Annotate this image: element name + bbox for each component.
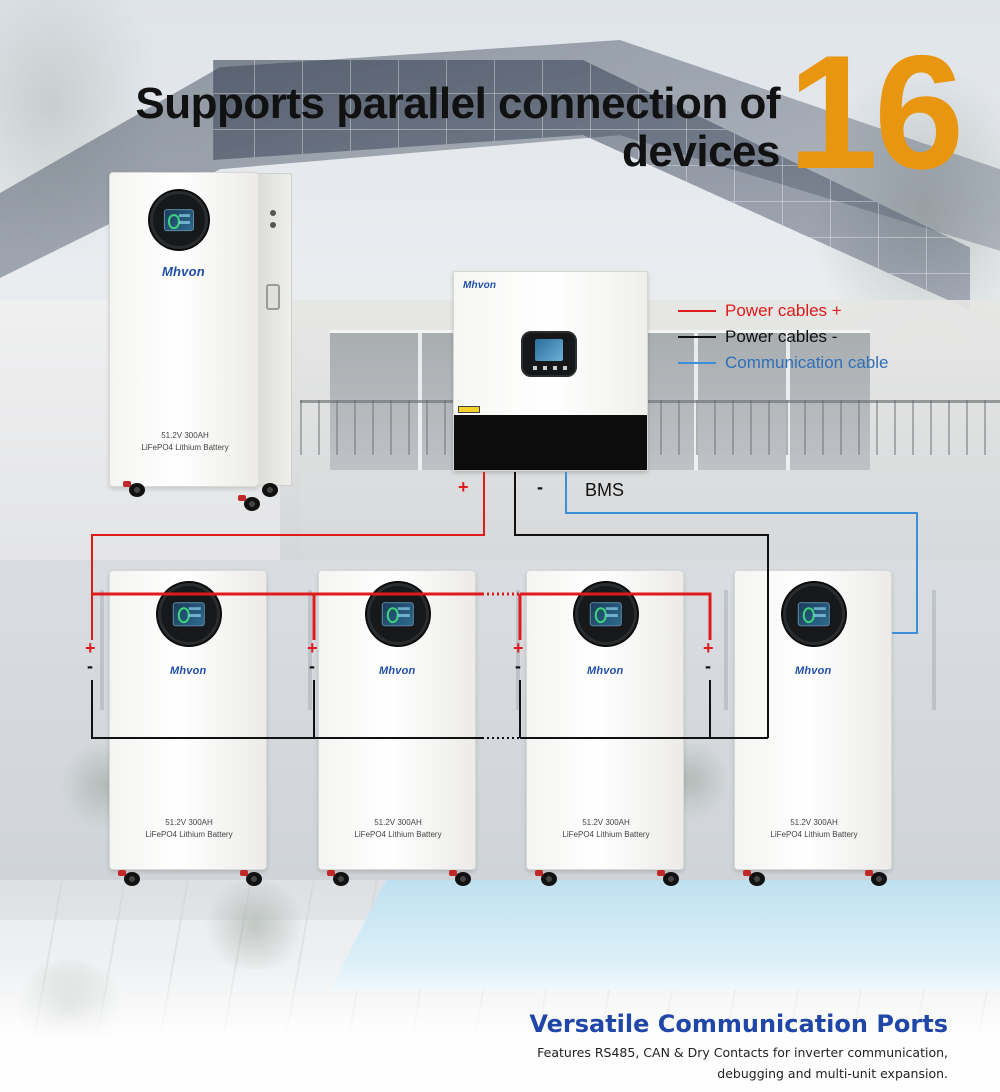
battery-screen-icon	[158, 583, 220, 645]
inverter-plus-sign: +	[458, 477, 469, 497]
legend-item-power-negative: Power cables -	[678, 325, 938, 349]
footer-title: Versatile Communication Ports	[529, 1010, 948, 1038]
battery-screen-icon	[783, 583, 845, 645]
battery-brand: Mhvon	[170, 665, 207, 677]
battery-cabinet: Mhvon 51.2V 300AH LiFePO4 Lithium Batter…	[109, 570, 267, 870]
footer-description: Features RS485, CAN & Dry Contacts for i…	[488, 1042, 948, 1084]
battery-plus-sign: +	[85, 638, 96, 658]
wheel-icon	[238, 495, 260, 511]
footer-line2: debugging and multi-unit expansion.	[717, 1066, 948, 1081]
battery-plus-sign: +	[513, 638, 524, 658]
warning-label-icon	[458, 406, 480, 413]
battery-brand: Mhvon	[795, 665, 832, 677]
wheel-icon	[535, 870, 557, 886]
house-balcony	[300, 400, 1000, 455]
wheel-icon	[865, 870, 887, 886]
bms-label: BMS	[585, 480, 625, 500]
headline-number: 16	[788, 22, 964, 203]
port-icon	[270, 210, 276, 216]
battery-spec-line2: LiFePO4 Lithium Battery	[770, 830, 858, 839]
inverter: Mhvon	[453, 271, 648, 471]
inverter-display-icon	[521, 331, 577, 377]
battery-minus-sign: -	[309, 656, 315, 676]
wheel-icon	[743, 870, 765, 886]
battery-spec-line1: 51.2V 300AH	[374, 818, 422, 827]
battery-screen-icon	[367, 583, 429, 645]
legend-label: Power cables +	[725, 301, 842, 320]
battery-spec: 51.2V 300AH LiFePO4 Lithium Battery	[319, 817, 477, 841]
wheel-icon	[327, 870, 349, 886]
inverter-base	[454, 415, 647, 470]
headline-line1: Supports parallel connection of	[135, 79, 780, 128]
hero-battery-spec-line2: LiFePO4 Lithium Battery	[141, 443, 229, 452]
battery-plus-sign: +	[307, 638, 318, 658]
battery-spec-line1: 51.2V 300AH	[790, 818, 838, 827]
battery-cabinet: Mhvon 51.2V 300AH LiFePO4 Lithium Batter…	[526, 570, 684, 870]
legend-swatch	[678, 310, 716, 312]
battery-spec: 51.2V 300AH LiFePO4 Lithium Battery	[527, 817, 685, 841]
battery-spec-line2: LiFePO4 Lithium Battery	[562, 830, 650, 839]
battery-minus-sign: -	[515, 656, 521, 676]
battery-minus-sign: -	[87, 656, 93, 676]
battery-plus-sign: +	[703, 638, 714, 658]
battery-brand: Mhvon	[379, 665, 416, 677]
plant	[200, 880, 310, 970]
battery-spec: 51.2V 300AH LiFePO4 Lithium Battery	[735, 817, 893, 841]
wheel-icon	[449, 870, 471, 886]
battery-spec-line1: 51.2V 300AH	[582, 818, 630, 827]
battery-brand: Mhvon	[587, 665, 624, 677]
wheel-icon	[118, 870, 140, 886]
legend-label: Communication cable	[725, 353, 889, 372]
deck-fade	[0, 960, 1000, 1092]
legend-item-communication: Communication cable	[678, 351, 938, 375]
battery-screen-icon	[575, 583, 637, 645]
port-icon	[270, 222, 276, 228]
hero-battery-cabinet: Mhvon 51.2V 300AH LiFePO4 Lithium Batter…	[109, 172, 292, 487]
legend-swatch	[678, 362, 716, 364]
battery-screen-icon	[150, 191, 208, 249]
footer-line1: Features RS485, CAN & Dry Contacts for i…	[537, 1045, 948, 1060]
hero-battery-spec-line1: 51.2V 300AH	[161, 431, 209, 440]
legend-swatch	[678, 336, 716, 338]
hero-battery-spec: 51.2V 300AH LiFePO4 Lithium Battery	[110, 430, 260, 454]
wheel-icon	[240, 870, 262, 886]
battery-cabinet: Mhvon 51.2V 300AH LiFePO4 Lithium Batter…	[734, 570, 892, 870]
battery-cabinet: Mhvon 51.2V 300AH LiFePO4 Lithium Batter…	[318, 570, 476, 870]
hero-battery-side	[258, 173, 292, 486]
inverter-brand: Mhvon	[463, 280, 497, 291]
headline-line2: devices	[622, 127, 780, 176]
handle-icon	[266, 284, 280, 310]
battery-spec-line2: LiFePO4 Lithium Battery	[145, 830, 233, 839]
legend-label: Power cables -	[725, 327, 838, 346]
battery-minus-sign: -	[705, 656, 711, 676]
wheel-icon	[262, 483, 278, 497]
wheel-icon	[657, 870, 679, 886]
inverter-minus-sign: -	[537, 477, 543, 497]
battery-spec: 51.2V 300AH LiFePO4 Lithium Battery	[110, 817, 268, 841]
headline: Supports parallel connection of devices	[110, 80, 780, 176]
hero-battery-brand: Mhvon	[162, 264, 205, 279]
wheel-icon	[123, 481, 145, 497]
legend-item-power-positive: Power cables +	[678, 299, 938, 323]
battery-spec-line2: LiFePO4 Lithium Battery	[354, 830, 442, 839]
battery-spec-line1: 51.2V 300AH	[165, 818, 213, 827]
